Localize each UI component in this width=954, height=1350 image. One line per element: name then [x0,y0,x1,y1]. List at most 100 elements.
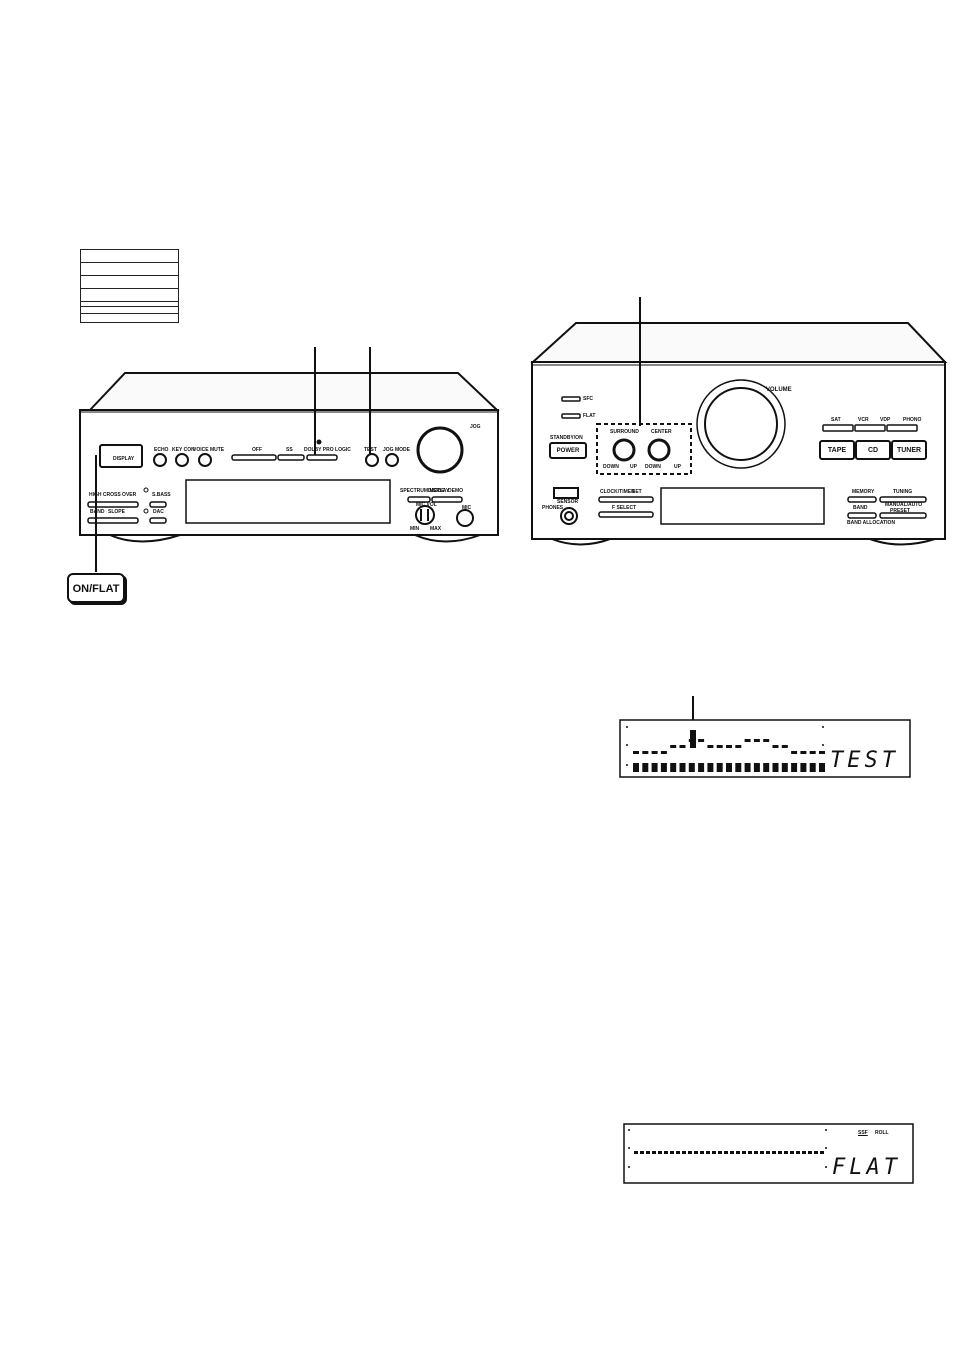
flat-band-dash [646,1151,650,1154]
echo-button-label[interactable]: ECHO [154,447,169,453]
on-flat-button[interactable]: ON/FLAT [67,573,125,603]
flat-band-dash [754,1151,758,1154]
min-label: MIN [410,526,420,532]
center-label: CENTER [651,429,672,435]
test-band-bar [763,763,770,772]
source-vcr-label[interactable]: VCR [858,417,869,423]
flat-band-dash [706,1151,710,1154]
source-phono-label[interactable]: PHONO [903,417,922,423]
tuner-button[interactable]: TUNER [896,447,922,454]
band-allocation-label: BAND ALLOCATION [847,520,896,526]
flat-band-dash [652,1151,656,1154]
flat-band-dash [796,1151,800,1154]
display-button-label[interactable]: DISPLAY [113,456,135,462]
test-band-bar [670,763,677,772]
sfc-label: SFC [583,396,593,402]
test-band-peak [744,739,751,742]
left-receiver [79,347,500,572]
center-up-label: UP [674,464,681,470]
band-label-right: BAND [853,505,868,511]
ssf-indicator: SSF [858,1130,868,1136]
flat-lcd-text: FLAT [832,1155,901,1180]
test-band-peak [735,745,742,748]
off-button-label[interactable]: OFF [252,447,262,453]
jog-mode-button-label[interactable]: JOG MODE [383,447,410,453]
spectrum-mode-label: SPECTRUM MODE [400,488,445,494]
flat-band-dash [748,1151,752,1154]
test-band-bar [781,763,788,772]
test-band-peak [679,745,686,748]
mic-label: MIC [462,505,472,511]
flat-spectrum-bars [634,1151,824,1154]
test-band-peak [716,745,723,748]
manual-auto-label: MANUAL/AUTO [885,502,923,508]
flat-band-dash [772,1151,776,1154]
test-band-bar [688,763,695,772]
clock-timer-label: CLOCK/TIMER [600,489,635,495]
test-band-bar [651,763,658,772]
flat-label: FLAT [583,413,596,419]
display2-label: DISPLAY [428,488,450,494]
test-band-peak [660,751,667,754]
band-label-left: BAND [90,509,105,515]
flat-band-dash [664,1151,668,1154]
flat-band-dash [814,1151,818,1154]
test-band-peak [707,745,714,748]
max-label: MAX [430,526,442,532]
test-band-bar [744,763,751,772]
volume-label: VOLUME [766,387,792,393]
f-select-label: F SELECT [612,505,637,511]
test-band-peak [726,745,732,748]
flat-band-dash [718,1151,722,1154]
test-band-peak [633,751,639,754]
flat-band-dash [820,1151,824,1154]
power-button[interactable]: POWER [556,448,580,454]
test-band-peak [772,745,779,748]
flat-band-dash [730,1151,734,1154]
test-band-peak [642,751,649,754]
flat-band-dash [742,1151,746,1154]
tape-button[interactable]: TAPE [827,447,847,454]
flat-band-dash [790,1151,794,1154]
surround-up-label: UP [630,464,637,470]
key-con-button-label[interactable]: KEY CON [172,447,195,453]
set-label: SET [632,489,642,495]
center-down-label: DOWN [645,464,661,470]
test-band-bar [633,763,639,772]
test-band-bar [726,763,732,772]
flat-band-dash [676,1151,680,1154]
cd-button[interactable]: CD [867,447,879,454]
test-band-bar [819,763,825,772]
test-spectrum-bars [633,730,825,772]
flat-band-dash [688,1151,692,1154]
flat-band-dash [724,1151,728,1154]
test-band-peak [781,745,788,748]
memory-label: MEMORY [852,489,875,495]
flat-band-dash [640,1151,644,1154]
test-band-bar [772,763,779,772]
jog-label: JOG [470,424,481,430]
slope-label: SLOPE [108,509,125,515]
surround-label: SURROUND [610,429,639,435]
spec-table [80,249,179,323]
flat-band-dash [736,1151,740,1154]
source-vdp-label[interactable]: VDP [880,417,891,423]
dac-label: DAC [153,509,164,515]
test-band-bar [707,763,714,772]
voice-mute-button-label[interactable]: VOICE MUTE [193,447,225,453]
standby-on-label: STANDBY/ON [550,435,583,441]
source-sat-label[interactable]: SAT [831,417,841,423]
test-band-peak [809,751,816,754]
tuning-label: TUNING [893,489,913,495]
roll-indicator: ROLL [875,1130,889,1136]
preset-label: PRESET [890,508,911,514]
ss-button-label[interactable]: SS [286,447,293,453]
high-cross-over-label: HIGH CROSS OVER [89,492,137,498]
flat-band-dash [778,1151,782,1154]
test-band-peak [670,745,677,748]
test-band-bar [753,763,760,772]
test-band-bar [735,763,742,772]
test-band-peak [800,751,807,754]
test-button-label[interactable]: TEST [364,447,377,453]
